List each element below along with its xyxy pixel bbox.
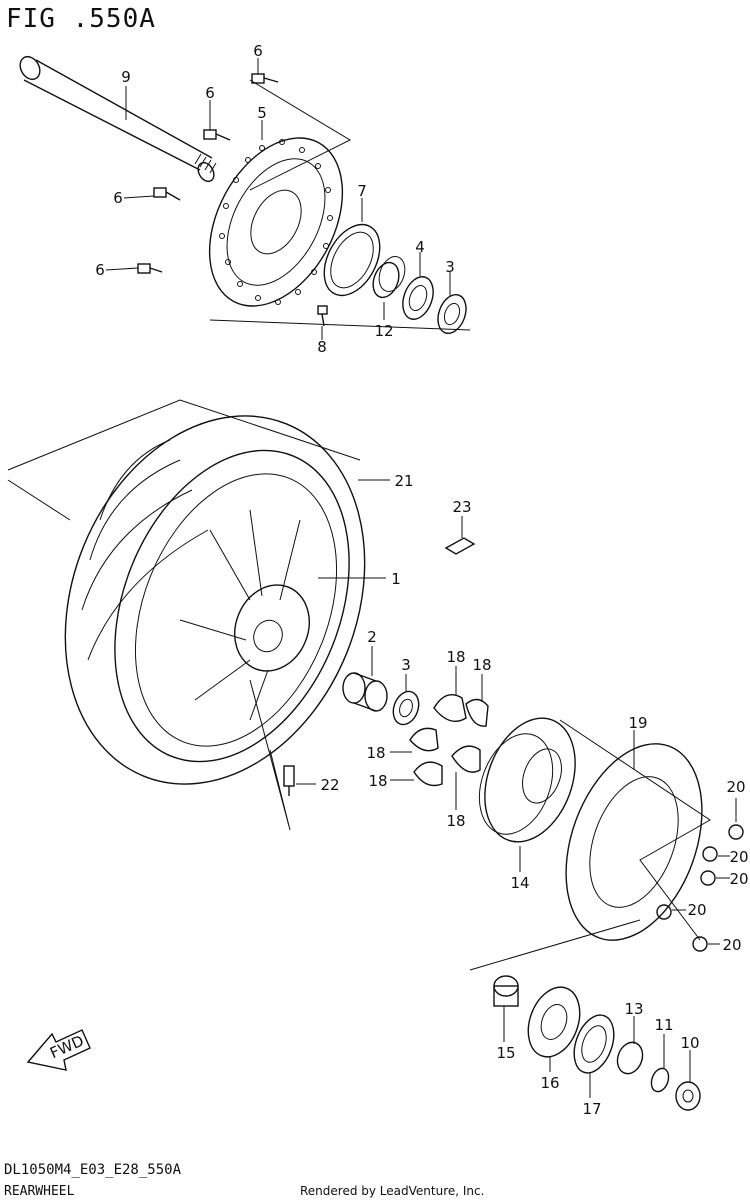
callout-20: 20 (722, 936, 741, 954)
leader-lines (105, 58, 737, 1098)
axle-nut-part[interactable] (675, 1081, 701, 1111)
callout-6: 6 (95, 261, 105, 279)
sprocket-seal-part[interactable] (567, 1010, 621, 1079)
callout-20: 20 (726, 778, 745, 796)
callout-18: 18 (366, 744, 385, 762)
callout-6: 6 (205, 84, 215, 102)
callout-22: 22 (320, 776, 339, 794)
forward-direction-arrow: FWD (26, 1029, 91, 1071)
sprocket-carrier-part[interactable] (466, 705, 591, 854)
wheel-part[interactable] (98, 444, 375, 776)
callout-3: 3 (401, 656, 411, 674)
callout-6: 6 (113, 189, 123, 207)
damper-part[interactable] (409, 694, 489, 787)
tire-part[interactable] (12, 371, 418, 830)
callout-13: 13 (624, 1000, 643, 1018)
collar-part[interactable] (342, 672, 388, 712)
callout-4: 4 (415, 238, 425, 256)
callout-20: 20 (729, 848, 748, 866)
spacer-part[interactable] (369, 253, 410, 301)
figure-title: FIG .550A (6, 4, 156, 34)
sprocket-part[interactable] (541, 725, 727, 959)
balance-weight-part[interactable] (444, 537, 476, 555)
sleeve-part[interactable] (493, 975, 519, 1007)
callout-14: 14 (510, 874, 529, 892)
render-credit: Rendered by LeadVenture, Inc. (300, 1184, 485, 1198)
callout-8: 8 (317, 338, 327, 356)
callout-18: 18 (446, 648, 465, 666)
callout-17: 17 (582, 1100, 601, 1118)
axle-part[interactable] (16, 53, 217, 184)
oil-seal-part[interactable] (397, 273, 438, 324)
screw-part[interactable] (317, 305, 328, 327)
callout-10: 10 (680, 1034, 699, 1052)
callout-labels: 6 9 6 5 6 6 7 4 3 12 8 21 23 1 2 3 18 18… (95, 42, 748, 1118)
callout-15: 15 (496, 1044, 515, 1062)
callout-21: 21 (394, 472, 413, 490)
callout-16: 16 (540, 1074, 559, 1092)
valve-part[interactable] (283, 765, 295, 796)
brake-disc-part[interactable] (183, 115, 370, 328)
reference-lines (7, 79, 711, 971)
callout-19: 19 (628, 714, 647, 732)
callout-18: 18 (368, 772, 387, 790)
callout-18: 18 (446, 812, 465, 830)
washer-part[interactable] (648, 1066, 671, 1094)
callout-1: 1 (391, 570, 401, 588)
callout-20: 20 (687, 901, 706, 919)
hub-bearing-part[interactable] (389, 688, 423, 728)
callout-11: 11 (654, 1016, 673, 1034)
section-name: REARWHEEL (4, 1184, 75, 1199)
callout-9: 9 (121, 68, 131, 86)
sprocket-bearing-part[interactable] (519, 980, 589, 1064)
sprocket-spacer-part[interactable] (613, 1039, 646, 1077)
sprocket-nut-part[interactable] (656, 824, 744, 952)
diagram-code: DL1050M4_E03_E28_550A (4, 1162, 182, 1178)
callout-3: 3 (445, 258, 455, 276)
callout-6: 6 (253, 42, 263, 60)
callout-23: 23 (452, 498, 471, 516)
callout-5: 5 (257, 104, 267, 122)
callout-12: 12 (374, 322, 393, 340)
callout-20: 20 (729, 870, 748, 888)
callout-18: 18 (472, 656, 491, 674)
callout-7: 7 (357, 182, 367, 200)
callout-2: 2 (367, 628, 377, 646)
sensor-ring-part[interactable] (313, 215, 391, 305)
bearing-part[interactable] (433, 291, 471, 337)
